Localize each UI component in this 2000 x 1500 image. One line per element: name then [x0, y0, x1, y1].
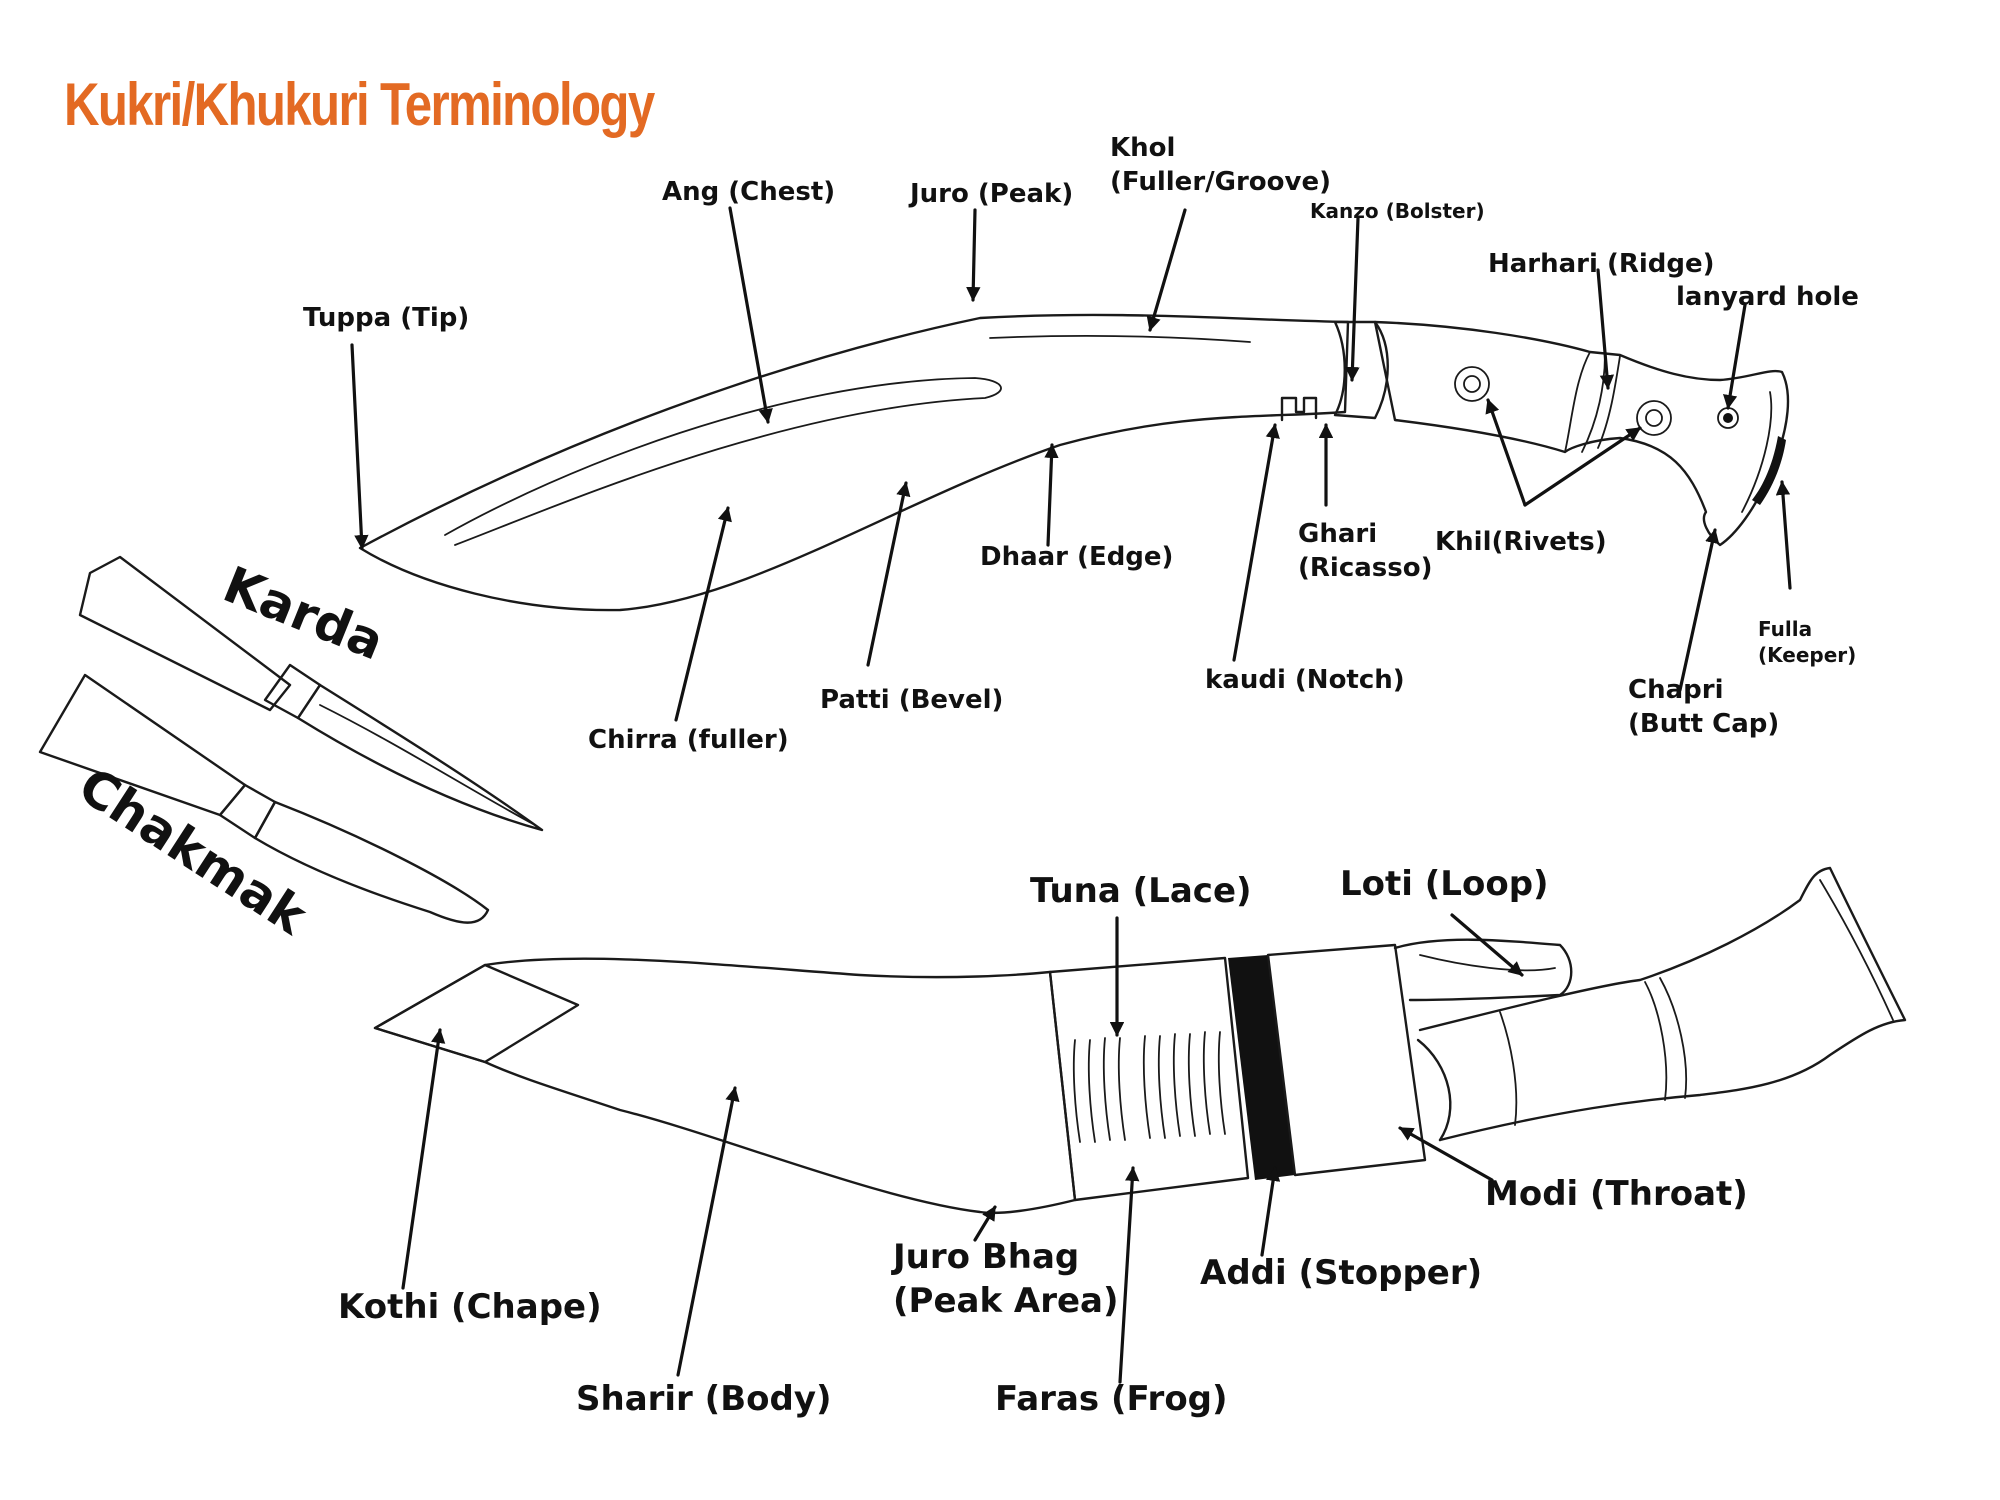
leader-khol	[1146, 208, 1187, 332]
kukri-notch	[1280, 396, 1318, 422]
leader-addi	[1260, 1166, 1281, 1257]
leader-kaudi	[1232, 423, 1280, 662]
karda-blade	[296, 683, 544, 832]
karda-blade-edge	[319, 704, 536, 826]
sheath-inner-piece	[1416, 1038, 1452, 1142]
kukri-ridge-ring-3	[1597, 355, 1621, 449]
leader-ang	[728, 206, 773, 424]
leader-dhaar	[1044, 443, 1059, 547]
leader-lanyard	[1723, 303, 1747, 410]
leader-chapri	[1678, 528, 1720, 692]
sheathed-handle-ring-1	[1644, 981, 1668, 1101]
chakmak-bolster	[218, 783, 277, 840]
label-ghari-line-1: Ghari	[1298, 519, 1377, 549]
label-sharir: Sharir (Body)	[576, 1379, 832, 1419]
label-chapri-line-2: (Butt Cap)	[1628, 709, 1779, 739]
sheath	[373, 866, 1907, 1215]
kukri-butt-cap	[1741, 391, 1773, 513]
chakmak-blade	[253, 800, 490, 924]
label-tuppa: Tuppa (Tip)	[303, 303, 469, 333]
label-modi: Modi (Throat)	[1485, 1174, 1748, 1214]
kukri-ridge-ring-1	[1564, 351, 1591, 453]
sheath-frog	[1048, 956, 1250, 1202]
leader-fulla	[1775, 480, 1792, 590]
label-juro-bhag-line-1: Juro Bhag	[891, 1237, 1079, 1277]
leader-lines	[350, 206, 1792, 1384]
sheath-lace-slits	[1072, 1031, 1226, 1143]
leader-sharir	[676, 1086, 740, 1377]
label-patti: Patti (Bevel)	[820, 685, 1003, 715]
label-harhari: Harhari (Ridge)	[1488, 249, 1715, 279]
label-fulla-line-2: (Keeper)	[1758, 643, 1856, 667]
small-knife-labels: Karda Chakmak	[68, 555, 391, 946]
kukri-keeper	[1752, 436, 1786, 505]
kukri-rivet-1-inner	[1463, 375, 1481, 393]
label-karda: Karda	[216, 555, 392, 671]
kukri-fuller-upper	[989, 335, 1251, 343]
label-juro-bhag-line-2: (Peak Area)	[893, 1281, 1119, 1321]
label-kaudi: kaudi (Notch)	[1205, 665, 1405, 695]
label-juro: Juro (Peak)	[908, 179, 1073, 209]
kukri-bolster	[1333, 320, 1389, 420]
label-lanyard: lanyard hole	[1676, 282, 1859, 312]
kukri-lanyard-hole-inner	[1723, 413, 1733, 423]
leader-khil-1	[1485, 398, 1527, 507]
label-khol-line-1: Khol	[1110, 133, 1175, 163]
leader-kanzo	[1345, 216, 1360, 382]
label-loti: Loti (Loop)	[1340, 864, 1549, 904]
leader-tuppa	[350, 343, 369, 550]
karda-knife	[78, 555, 544, 832]
label-ghari-line-2: (Ricasso)	[1298, 553, 1432, 583]
sheath-throat	[1266, 943, 1427, 1177]
label-kanzo: Kanzo (Bolster)	[1310, 199, 1485, 223]
leader-loti	[1450, 913, 1524, 977]
kukri-fuller-lower	[444, 377, 1002, 546]
page-title: Kukri/Khukuri Terminology	[64, 71, 655, 138]
label-khol-line-2: (Fuller/Groove)	[1110, 167, 1331, 197]
label-chirra: Chirra (fuller)	[588, 725, 789, 755]
label-faras: Faras (Frog)	[995, 1379, 1228, 1419]
leader-modi	[1398, 1126, 1494, 1182]
leader-khil-2	[1523, 426, 1642, 507]
kukri-rivet-2-inner	[1645, 409, 1663, 427]
leader-chirra	[674, 506, 732, 722]
sheath-chape	[373, 963, 580, 1064]
sheath-body	[373, 957, 1077, 1215]
kukri-rivet-2	[1636, 400, 1672, 436]
kukri-rivet-1	[1454, 366, 1490, 402]
label-fulla-line-1: Fulla	[1758, 617, 1812, 641]
kukri-handle	[1373, 320, 1790, 547]
leader-juro	[966, 208, 981, 302]
leader-harhari	[1596, 268, 1615, 390]
label-ang: Ang (Chest)	[662, 177, 835, 207]
leader-juro-bhag	[973, 1205, 997, 1242]
karda-handle	[78, 555, 292, 712]
sheath-loop	[1393, 938, 1573, 1002]
sheath-labels: Tuna (Lace) Loti (Loop) Modi (Throat) Ad…	[338, 864, 1748, 1419]
label-kothi: Kothi (Chape)	[338, 1287, 602, 1327]
sheathed-handle	[1418, 866, 1907, 1142]
sheath-stopper	[1228, 955, 1295, 1180]
knife-labels: Tuppa (Tip) Ang (Chest) Juro (Peak) Khol…	[303, 133, 1859, 755]
sheathed-handle-ring-2	[1659, 977, 1688, 1099]
chakmak-knife	[38, 673, 490, 924]
label-addi: Addi (Stopper)	[1200, 1253, 1482, 1293]
label-dhaar: Dhaar (Edge)	[980, 542, 1173, 572]
sheath-loop-inner	[1419, 954, 1556, 972]
label-tuna: Tuna (Lace)	[1030, 871, 1252, 911]
label-chapri-line-1: Chapri	[1628, 675, 1723, 705]
sheathed-handle-detail	[1499, 1011, 1518, 1126]
leader-patti	[866, 481, 911, 667]
leader-kothi	[401, 1028, 446, 1290]
kukri-blade	[358, 313, 1350, 612]
leader-faras	[1118, 1166, 1140, 1384]
label-khil: Khil(Rivets)	[1435, 527, 1607, 557]
sheathed-butt-cap	[1819, 879, 1894, 1021]
